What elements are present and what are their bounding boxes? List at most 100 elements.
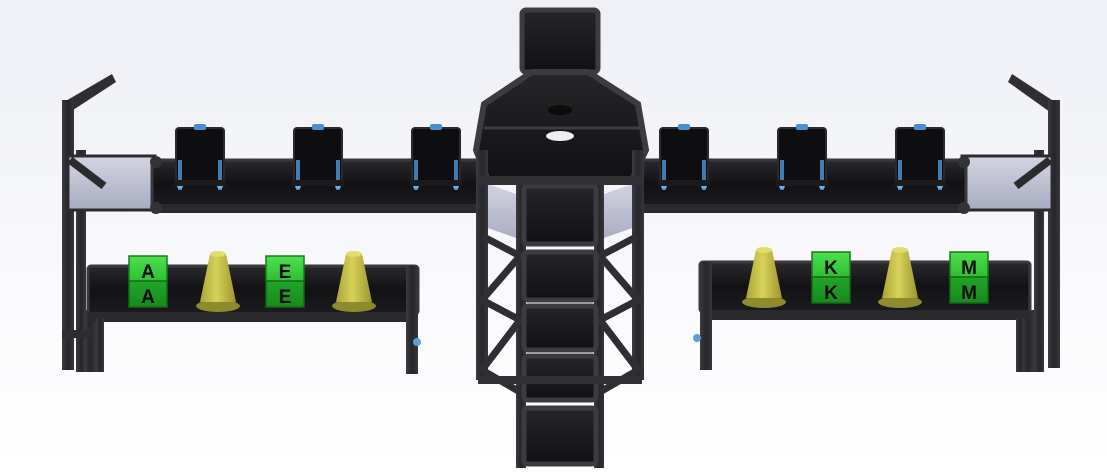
holder-board <box>895 127 945 183</box>
cone-base <box>742 296 786 308</box>
right-post-outer <box>1048 100 1060 368</box>
cube-a <box>128 255 168 308</box>
cube-a-bottom-letter: A <box>141 287 155 308</box>
left-wing <box>62 74 482 374</box>
cone-tip <box>346 251 362 257</box>
cone-left-2 <box>196 251 240 312</box>
cube-k-bottom-letter: K <box>824 283 838 304</box>
left-shelf-leg <box>406 266 418 374</box>
holder-top-clip <box>194 124 206 130</box>
cone-body <box>336 254 372 302</box>
cube-k <box>811 251 851 304</box>
holder-right-1 <box>658 124 710 190</box>
holder-side-clip <box>296 160 300 190</box>
holder-top-clip <box>796 124 808 130</box>
holder-side-clip <box>662 160 666 190</box>
left-post-outer <box>62 100 74 370</box>
cube-lower-face <box>811 276 851 304</box>
holder-base <box>410 180 462 186</box>
holder-top-clip <box>914 124 926 130</box>
left-shelf-leg <box>96 318 104 372</box>
right-upper-tray-rail <box>640 204 966 213</box>
holder-side-clip <box>938 160 942 190</box>
holder-board <box>777 127 827 183</box>
right-post-inner <box>1034 150 1044 372</box>
holder-base <box>658 180 710 186</box>
cube-k-top-letter: K <box>824 258 838 279</box>
cone-base <box>196 300 240 312</box>
left-post-foot <box>84 310 96 372</box>
cube-a-top-letter: A <box>141 262 155 283</box>
cone-base <box>332 300 376 312</box>
tower-panel <box>521 303 599 353</box>
tower-rail-left <box>476 150 488 380</box>
holder-top-clip <box>430 124 442 130</box>
right-shelf-bolt <box>693 334 701 342</box>
holder-top-clip <box>678 124 690 130</box>
tower-glass-left <box>482 182 522 240</box>
holder-left-1 <box>174 124 226 190</box>
holder-board <box>411 127 461 183</box>
holder-left-2 <box>292 124 344 190</box>
tower-top-cap <box>519 7 601 75</box>
right-lower-shelf-rail <box>700 310 1030 320</box>
tower-panel <box>521 405 599 467</box>
right-post-foot <box>1022 310 1034 372</box>
holder-side-clip <box>702 160 706 190</box>
holder-right-3 <box>894 124 946 190</box>
cone-body <box>200 254 236 302</box>
holder-base <box>174 180 226 186</box>
holder-right-2 <box>776 124 828 190</box>
tower-octagon-hub <box>472 69 650 183</box>
holder-base <box>776 180 828 186</box>
right-back-arm <box>1008 74 1058 112</box>
cone-left-4 <box>332 251 376 312</box>
cube-m-top-letter: M <box>961 258 977 279</box>
tower-tie <box>478 376 642 384</box>
center-tower <box>472 7 650 468</box>
cube-labels: A A E E K K M M <box>141 258 977 308</box>
left-lower-shelf-rail <box>88 312 418 322</box>
left-back-arm <box>64 74 116 112</box>
left-glass-brace <box>67 156 107 190</box>
right-upper-joint <box>958 202 970 214</box>
holder-side-clip <box>454 160 458 190</box>
cone-tip <box>210 251 226 257</box>
holder-side-clip <box>780 160 784 190</box>
right-upper-joint <box>958 156 970 168</box>
cone-base <box>878 296 922 308</box>
cone-right-1 <box>742 247 786 308</box>
right-wing <box>638 74 1060 372</box>
tower-brace-right <box>594 232 644 396</box>
holder-board <box>659 127 709 183</box>
cone-body <box>882 250 918 298</box>
holder-board <box>293 127 343 183</box>
cone-body <box>746 250 782 298</box>
cube-m-bottom-letter: M <box>961 283 977 304</box>
left-post-inner <box>76 150 86 372</box>
cone-tip <box>892 247 908 253</box>
right-shelf-leg <box>1016 318 1024 372</box>
holder-base <box>292 180 344 186</box>
cube-lower-face <box>265 280 305 308</box>
left-base-rail <box>62 330 94 338</box>
right-shelf-leg <box>700 262 712 370</box>
right-shelf-items <box>742 247 989 308</box>
tower-rail-right <box>632 150 644 380</box>
left-upper-tray-rail <box>152 204 480 213</box>
holder-side-clip <box>820 160 824 190</box>
cube-upper-face <box>265 255 305 283</box>
cube-lower-face <box>128 280 168 308</box>
tower-panel <box>521 183 599 247</box>
cube-e <box>265 255 305 308</box>
holder-side-clip <box>178 160 182 190</box>
holder-board <box>175 127 225 183</box>
holder-left-3 <box>410 124 462 190</box>
holder-side-clip <box>898 160 902 190</box>
left-upper-joint <box>150 156 162 168</box>
holder-top-clip <box>312 124 324 130</box>
holder-side-clip <box>336 160 340 190</box>
hub-hole <box>546 131 574 141</box>
cube-lower-face <box>949 276 989 304</box>
